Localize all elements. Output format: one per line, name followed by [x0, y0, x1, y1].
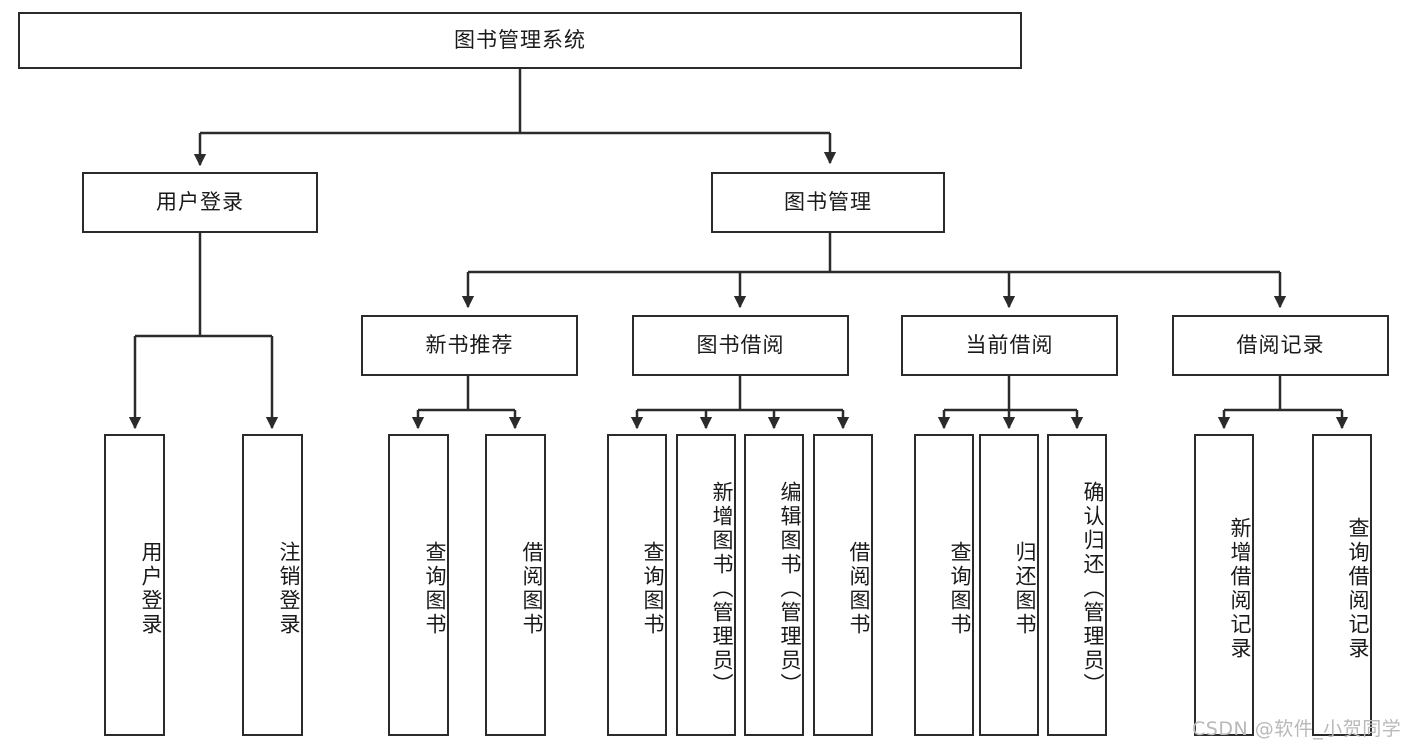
- node-root-book-management-system[interactable]: 图书管理系统: [18, 12, 1022, 69]
- node-label: 查询图书: [641, 541, 665, 637]
- node-label: 确认归还（管理员）: [1081, 481, 1105, 697]
- node-leaf-confirm-return[interactable]: 确认归还（管理员）: [1047, 434, 1107, 736]
- node-label: 新增借阅记录: [1228, 517, 1252, 661]
- node-label: 图书借阅: [696, 333, 785, 358]
- node-label: 新书推荐: [425, 333, 514, 358]
- node-book-manage[interactable]: 图书管理: [711, 172, 945, 233]
- node-label: 归还图书: [1013, 541, 1037, 637]
- node-label: 查询图书: [948, 541, 972, 637]
- node-label: 注销登录: [277, 541, 301, 637]
- node-leaf-logout[interactable]: 注销登录: [242, 434, 303, 736]
- node-leaf-borrow-book-2[interactable]: 借阅图书: [813, 434, 873, 736]
- node-label: 用户登录: [139, 541, 163, 637]
- node-leaf-query-book-2[interactable]: 查询图书: [607, 434, 667, 736]
- node-label: 图书管理: [784, 190, 872, 215]
- node-leaf-add-record[interactable]: 新增借阅记录: [1194, 434, 1254, 736]
- node-borrow-record[interactable]: 借阅记录: [1172, 315, 1389, 376]
- node-leaf-borrow-book-1[interactable]: 借阅图书: [485, 434, 546, 736]
- node-label: 借阅图书: [520, 541, 544, 637]
- node-label: 编辑图书（管理员）: [778, 481, 802, 697]
- node-leaf-query-book-1[interactable]: 查询图书: [388, 434, 449, 736]
- node-label: 图书管理系统: [454, 28, 586, 53]
- node-label: 借阅记录: [1236, 333, 1325, 358]
- node-leaf-query-book-3[interactable]: 查询图书: [914, 434, 974, 736]
- csdn-watermark: CSDN @软件_小贺同学: [1192, 718, 1402, 740]
- node-leaf-query-record[interactable]: 查询借阅记录: [1312, 434, 1372, 736]
- node-current-borrow[interactable]: 当前借阅: [901, 315, 1118, 376]
- node-label: 查询借阅记录: [1346, 517, 1370, 661]
- node-new-book-recommend[interactable]: 新书推荐: [361, 315, 578, 376]
- node-label: 借阅图书: [847, 541, 871, 637]
- node-label: 当前借阅: [965, 333, 1054, 358]
- node-leaf-add-book[interactable]: 新增图书（管理员）: [676, 434, 736, 736]
- node-label: 查询图书: [423, 541, 447, 637]
- node-leaf-user-login[interactable]: 用户登录: [104, 434, 165, 736]
- node-user-login[interactable]: 用户登录: [82, 172, 318, 233]
- node-leaf-return-book[interactable]: 归还图书: [979, 434, 1039, 736]
- node-label: 新增图书（管理员）: [710, 481, 734, 697]
- node-book-borrow[interactable]: 图书借阅: [632, 315, 849, 376]
- node-label: 用户登录: [156, 190, 244, 215]
- node-leaf-edit-book[interactable]: 编辑图书（管理员）: [744, 434, 804, 736]
